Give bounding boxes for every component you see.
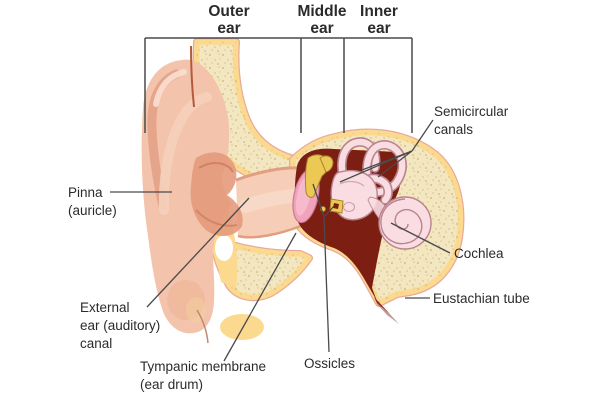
ear-canal-shape: [235, 166, 305, 239]
label-line: canals: [434, 122, 474, 137]
section-label-line: ear: [310, 20, 334, 37]
label-line: canal: [80, 336, 113, 351]
antihelix-fold: [158, 92, 212, 215]
label-external-ear-canal: External ear (auditory) canal: [80, 299, 160, 353]
ossicles-shape: [304, 154, 344, 214]
section-label-line: ear: [367, 20, 391, 37]
earlobe-edge-line: [196, 309, 209, 344]
label-ossicles: Ossicles: [304, 355, 355, 373]
section-label-outer-ear: Outer ear: [208, 3, 249, 37]
label-line: Ossicles: [304, 356, 356, 371]
eustachian-tube-tip: [374, 297, 399, 324]
leader-line-tympanic-membrane: [223, 232, 297, 362]
leader-line-ossicles: [312, 183, 335, 353]
label-line: Pinna: [68, 185, 103, 200]
label-semicircular-canals: Semicircular canals: [434, 103, 508, 139]
pinna-shape: [141, 45, 243, 344]
label-line: (auricle): [68, 203, 117, 218]
section-label-line: ear: [217, 20, 241, 37]
label-cochlea: Cochlea: [454, 245, 504, 263]
leader-line-cochlea: [390, 222, 451, 254]
label-pinna: Pinna (auricle): [68, 184, 117, 220]
label-line: Tympanic membrane: [140, 359, 267, 374]
label-line: ear (auditory): [80, 318, 161, 333]
eustachian-tube-shape: [374, 297, 390, 314]
skull-bone-lower-wedge: [209, 235, 313, 302]
label-line: Semicircular: [434, 104, 509, 119]
label-line: Eustachian tube: [433, 291, 530, 306]
pinna-attachment-line: [190, 45, 195, 108]
leader-line-external-canal: [146, 197, 250, 308]
section-label-middle-ear: Middle ear: [297, 3, 346, 37]
section-label-line: Outer: [208, 3, 250, 20]
label-tympanic-membrane: Tympanic membrane (ear drum): [140, 358, 266, 394]
label-eustachian-tube: Eustachian tube: [433, 290, 530, 308]
cochlea-shape: [378, 196, 432, 250]
concha: [190, 152, 243, 236]
section-label-line: Inner: [360, 3, 398, 20]
label-line: (ear drum): [140, 377, 204, 392]
leader-line-semicircular-canals: [339, 119, 434, 183]
section-label-line: Middle: [297, 3, 347, 20]
gap-highlight: [215, 235, 233, 261]
fat-pad-under-lobe: [220, 314, 264, 340]
label-line: External: [80, 300, 130, 315]
section-label-inner-ear: Inner ear: [360, 3, 398, 37]
label-line: Cochlea: [454, 246, 504, 261]
section-bracket: [144, 37, 413, 133]
